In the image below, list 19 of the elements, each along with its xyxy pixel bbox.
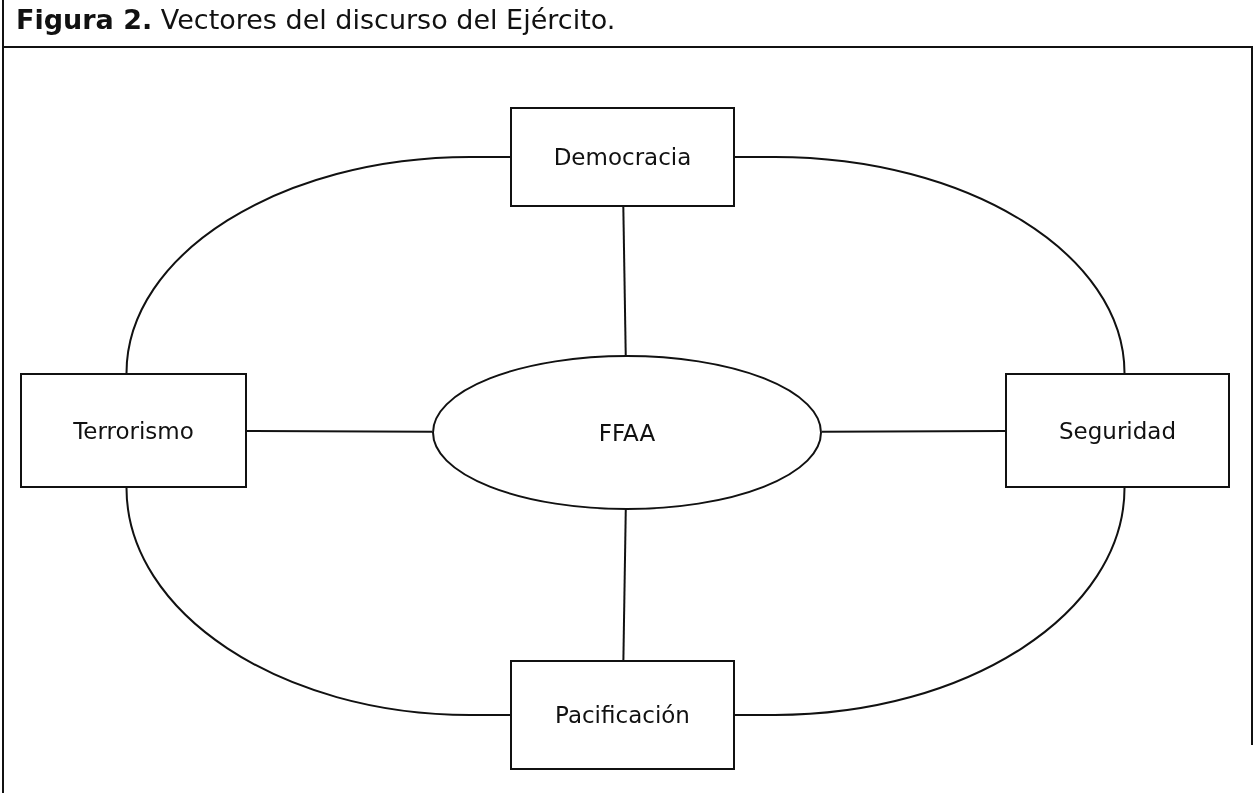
concept-box [20, 373, 247, 488]
node-label: Terrorismo [73, 417, 194, 444]
figure-title: Figura 2. Vectores del discurso del Ejército. [16, 4, 616, 35]
connector-line [622, 509, 627, 661]
connector-line [622, 206, 627, 356]
node-label: Seguridad [1058, 417, 1177, 444]
concept-box [510, 660, 735, 770]
concept-box [1005, 373, 1230, 488]
node-label: Democracia [553, 144, 692, 170]
connector-line [125, 156, 511, 374]
node-label: FFAA [598, 419, 656, 446]
ellipse-node [432, 355, 822, 510]
node-label: Pacificación [555, 702, 690, 728]
connector-line [125, 487, 511, 716]
connector-line [734, 156, 1126, 374]
connector-line [821, 429, 1006, 433]
connector-line [734, 487, 1126, 716]
connector-line [246, 429, 433, 433]
concept-box [510, 107, 735, 207]
